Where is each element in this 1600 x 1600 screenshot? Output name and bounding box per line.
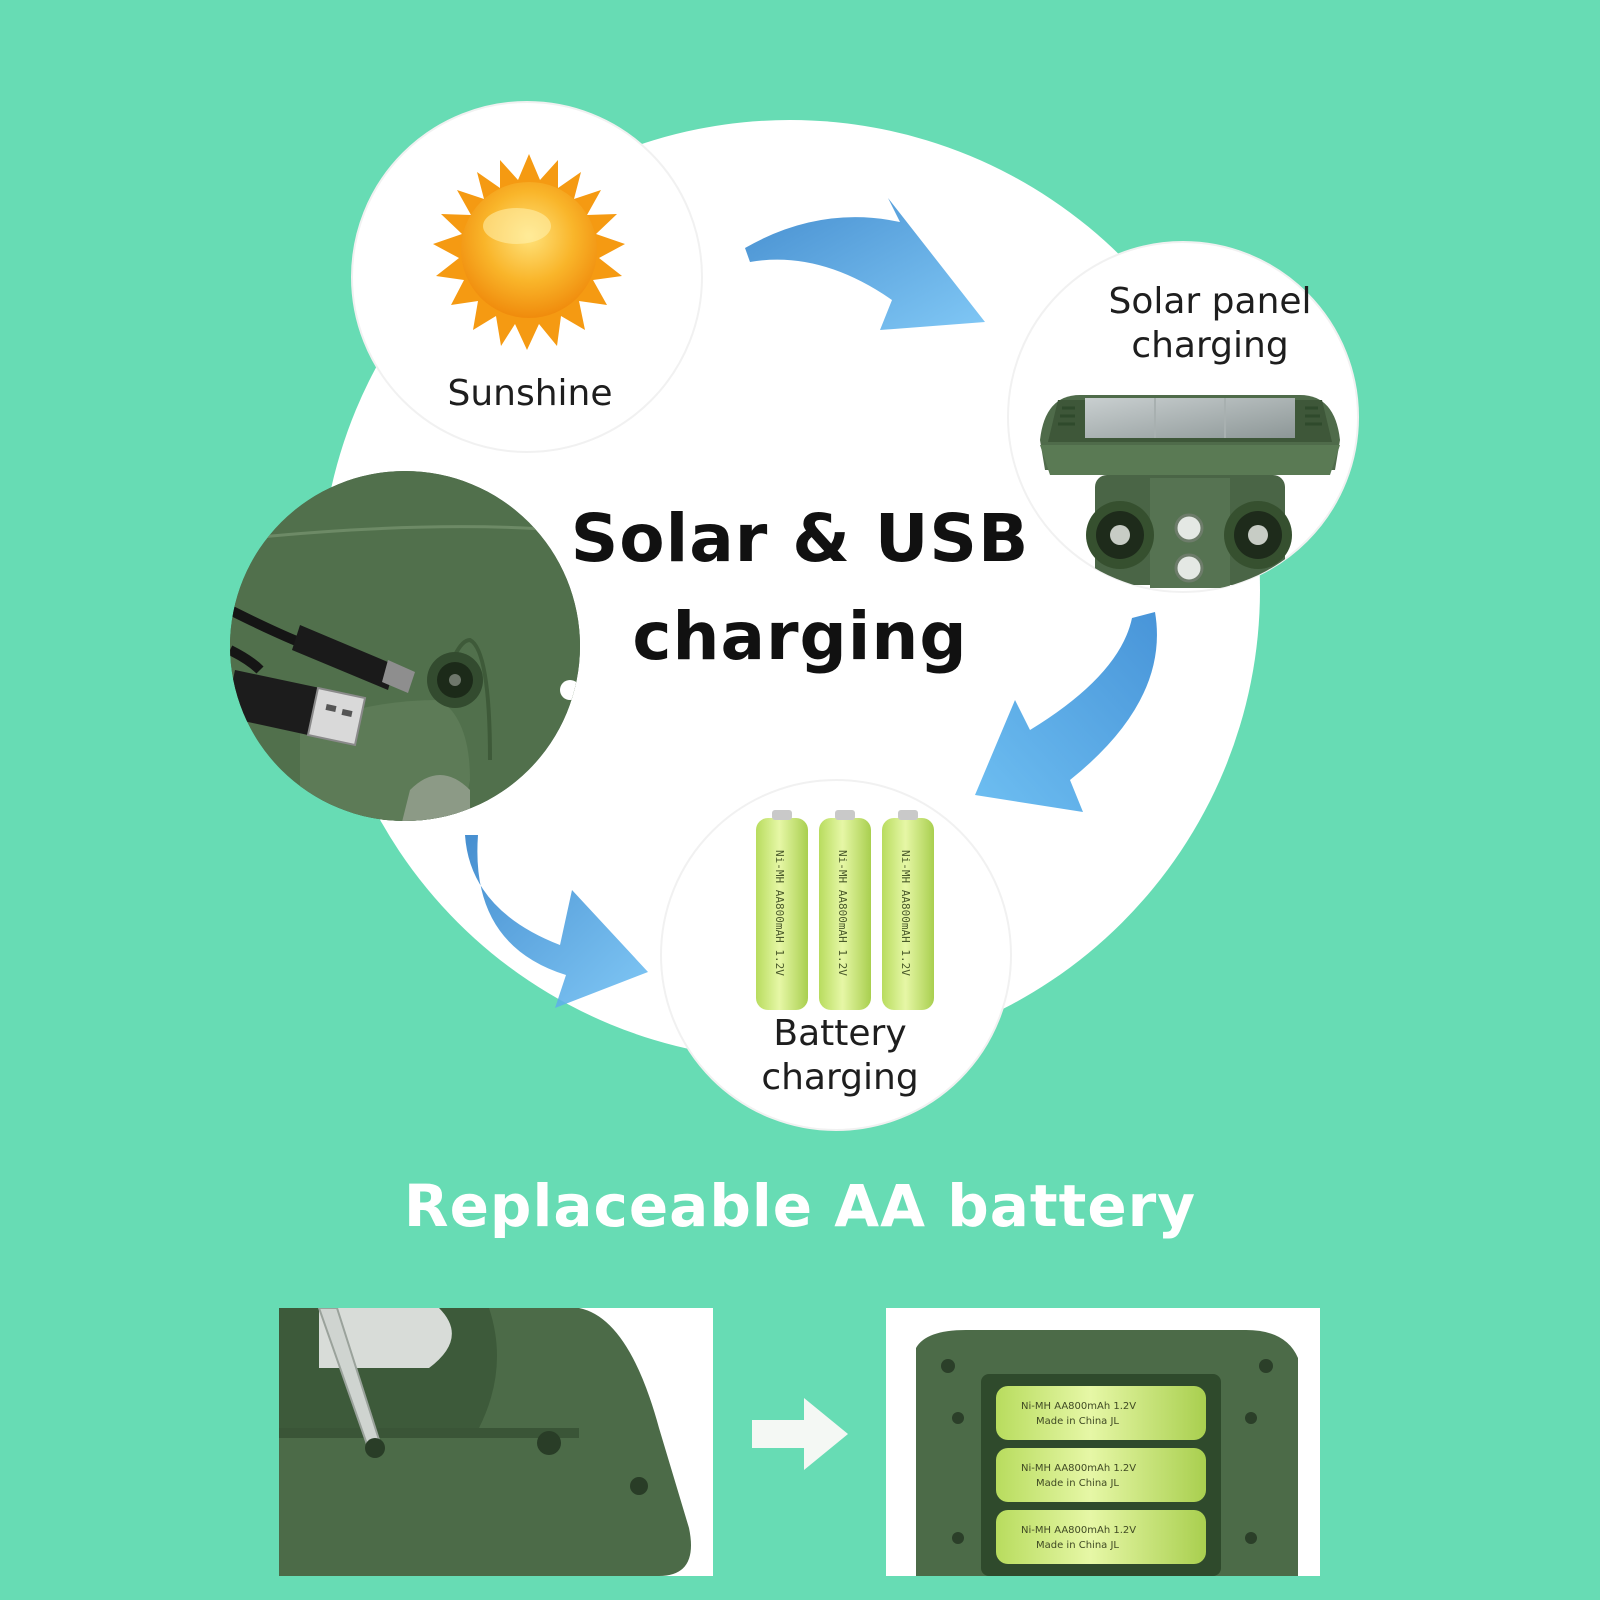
svg-text:Ni-MH AA800mAH 1.2V: Ni-MH AA800mAH 1.2V [899,850,912,976]
solar-label-line-2: charging [1131,325,1289,366]
battery-text-2: Ni-MH AA800mAh 1.2V [1021,1463,1136,1474]
svg-text:Ni-MH AA800mAH 1.2V: Ni-MH AA800mAH 1.2V [836,850,849,976]
solar-panel-label: Solar panel charging [1060,280,1360,368]
sunshine-label: Sunshine [447,373,613,414]
usb-port-image [230,471,580,821]
battery-origin-2: Made in China JL [1036,1478,1119,1489]
svg-text:Ni-MH AA800mAH 1.2V: Ni-MH AA800mAH 1.2V [773,850,786,976]
battery-origin-3: Made in China JL [1036,1540,1119,1551]
usb-charging-node [230,471,580,821]
solar-label-line-1: Solar panel [1108,281,1312,322]
battery-charging-label: Battery charging [700,1012,980,1100]
arrow-sun-to-solar [745,198,985,330]
battery-text-3: Ni-MH AA800mAh 1.2V [1021,1525,1136,1536]
section-title: Replaceable AA battery [403,1172,1197,1240]
solar-panel-node [1007,241,1359,593]
battery-text-1: Ni-MH AA800mAh 1.2V [1021,1401,1136,1412]
arrow-usb-to-battery [465,835,648,1008]
battery-label-line-2: charging [761,1057,919,1098]
sunshine-node [351,101,703,453]
photo-battery-compartment: Ni-MH AA800mAh 1.2V Made in China JL Ni-… [886,1308,1320,1576]
sun-icon [433,154,625,350]
battery-charging-node: Ni-MH AA800mAH 1.2V Ni-MH AA800mAH 1.2V … [660,779,1012,1131]
aa-batteries-image: Ni-MH AA800mAH 1.2V Ni-MH AA800mAH 1.2V … [756,810,934,1010]
solar-device-image [1040,395,1340,588]
diagram-headline: Solar & USB charging [560,490,1040,686]
battery-label-line-1: Battery [773,1013,907,1054]
headline-line-1: Solar & USB [570,500,1030,577]
right-arrow-icon [752,1398,848,1470]
battery-origin-1: Made in China JL [1036,1416,1119,1427]
photo-opening-compartment [279,1308,713,1576]
headline-line-2: charging [632,598,968,675]
arrow-solar-to-battery [975,612,1157,812]
